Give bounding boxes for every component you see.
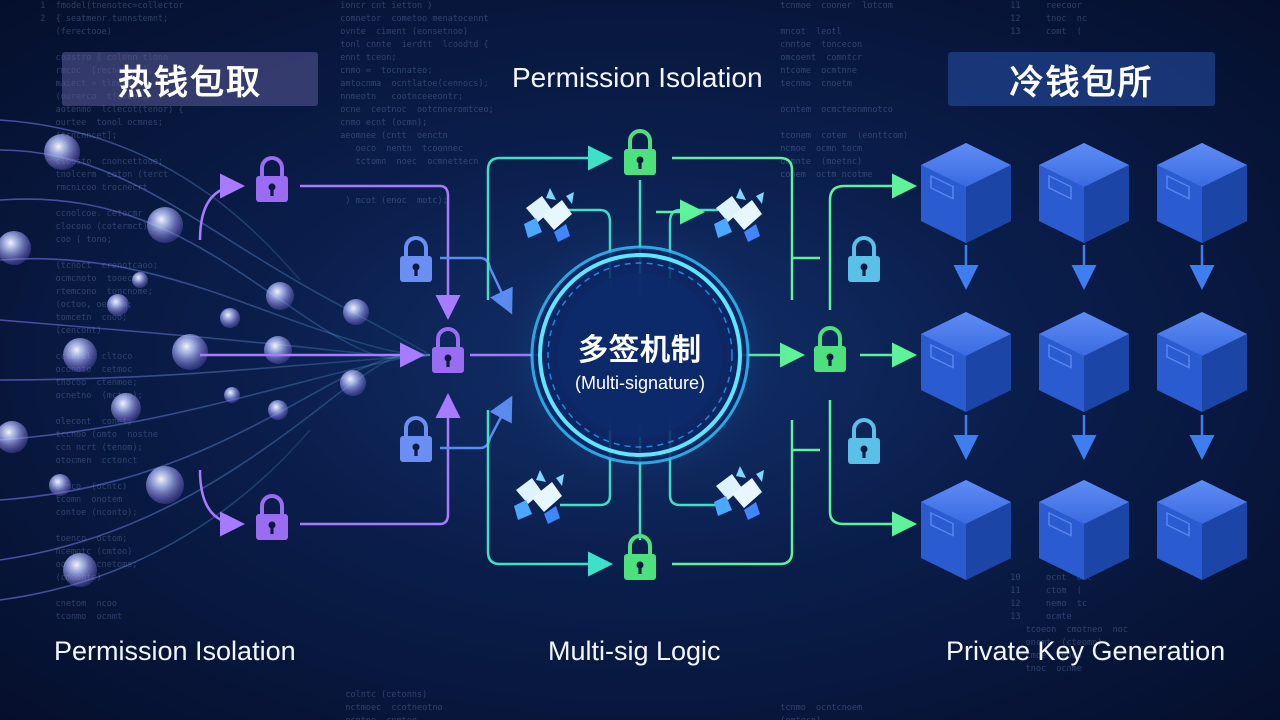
storage-cubes xyxy=(920,142,1248,581)
code-background-far-right: 11 reecoor 12 tnoc nc 13 comt ( 10 ocnt … xyxy=(1010,1,1128,674)
lock-icon xyxy=(398,236,434,284)
lock-icon xyxy=(398,416,434,464)
data-orbs xyxy=(0,134,369,587)
multisig-core: 多签机制 (Multi-signature) xyxy=(540,325,740,394)
lock-icon xyxy=(846,236,882,284)
label-private-key-generation: Private Key Generation xyxy=(946,636,1226,666)
hot-wallet-title-box: 热钱包取 xyxy=(62,52,318,106)
lock-icon xyxy=(812,326,848,374)
lock-icon xyxy=(254,156,290,204)
lock-icon xyxy=(254,494,290,542)
code-background-center: ioncr cnt ietton ) comnetor cometoo mena… xyxy=(340,1,494,720)
cube-arrows xyxy=(953,245,1215,460)
broken-key-icon xyxy=(524,188,574,242)
lock-icon xyxy=(622,534,658,582)
center-title: 多签机制 xyxy=(578,333,702,368)
code-background-right: tcnmoe cooner lotcom mncot leotl cnntoe … xyxy=(780,1,909,720)
broken-key-icon xyxy=(514,470,564,524)
label-multisig-logic: Multi-sig Logic xyxy=(548,636,721,666)
lock-icon xyxy=(622,129,658,177)
label-permission-isolation: Permission Isolation xyxy=(54,636,296,666)
center-subtitle: (Multi-signature) xyxy=(574,373,706,393)
hot-wallet-title: 热钱包取 xyxy=(118,62,262,103)
purple-flow-lines xyxy=(198,173,540,537)
lock-icon xyxy=(430,327,466,375)
top-center-title: Permission Isolation xyxy=(512,62,763,93)
cold-wallet-title: 冷钱包所 xyxy=(1009,62,1154,103)
blue-flow-lines xyxy=(440,256,513,450)
lock-icon xyxy=(846,418,882,466)
cold-wallet-title-box: 冷钱包所 xyxy=(948,52,1215,106)
broken-key-icon xyxy=(714,188,764,242)
